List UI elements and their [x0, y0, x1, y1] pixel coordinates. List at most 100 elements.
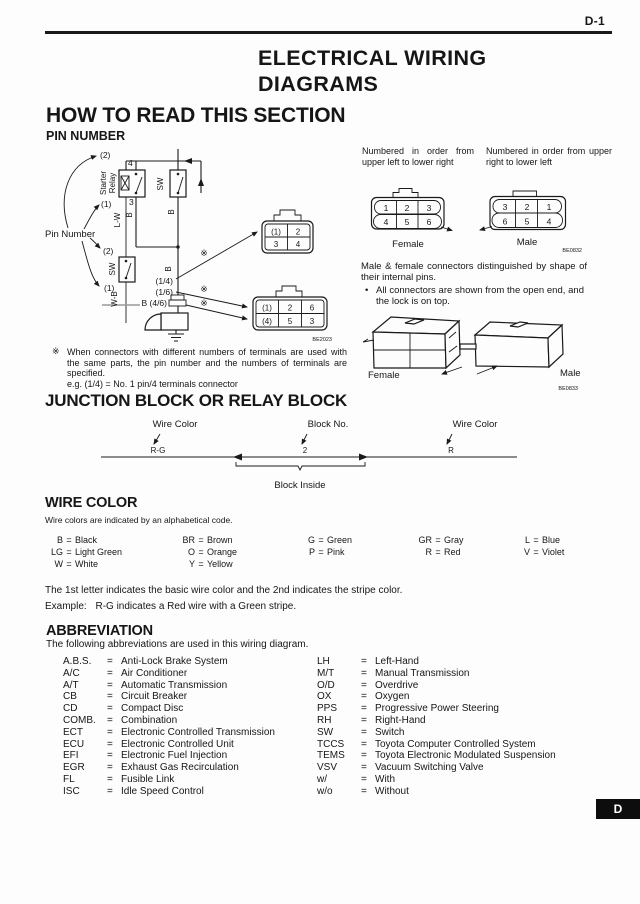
equals-sign: =: [107, 773, 113, 785]
connector-cell: 3: [310, 317, 315, 326]
relay-coil-hatch: [120, 175, 130, 191]
equals-sign: =: [361, 691, 367, 703]
abbreviation-abbr: O/D: [317, 679, 335, 691]
equals-sign: =: [361, 762, 367, 774]
abbreviation-def: Vacuum Switching Valve: [375, 762, 484, 774]
equals-sign: =: [107, 703, 113, 715]
equals-sign: =: [361, 679, 367, 691]
equals-sign: =: [107, 726, 113, 738]
equals-sign: =: [361, 785, 367, 797]
wire-color-entry: P=Pink: [297, 546, 352, 558]
flow-arrow-left-icon: [184, 158, 192, 164]
connector-cell: 4: [384, 217, 389, 227]
abbreviation-def: Electronic Controlled Transmission: [121, 726, 275, 738]
abbreviation-row: M/T=Manual Transmission: [317, 668, 556, 680]
equals-sign: =: [533, 547, 539, 557]
equals-sign: =: [107, 762, 113, 774]
connector-numbering-figure: 1 2 3 4 5 6 3 2 1 6 5 4 Female Male BE08…: [370, 188, 582, 254]
label-arrow: [301, 433, 308, 445]
relay-contact-arm: [135, 176, 143, 194]
abbreviation-def: Fusible Link: [121, 773, 175, 785]
equals-sign: =: [318, 535, 324, 545]
male-3d-front: [474, 334, 550, 368]
connector-cell: (1): [262, 304, 272, 313]
abbreviation-def: Switch: [375, 726, 405, 738]
abbreviation-abbr: SW: [317, 726, 334, 738]
female-3d-cavities: [374, 331, 458, 368]
abbreviation-def: Air Conditioner: [121, 667, 188, 679]
numbering-arrow: [479, 226, 493, 231]
equals-sign: =: [66, 559, 72, 569]
equals-sign: =: [198, 535, 204, 545]
wire-color-abbr: BR: [182, 535, 195, 545]
male-3d-lock: [509, 321, 529, 328]
male-numbering-caption: Numbered in order from upper right to lo…: [486, 146, 612, 167]
male-label: Male: [517, 237, 538, 248]
junction-block-diagram: Wire Color Block No. Wire Color R-G 2 R …: [101, 419, 517, 491]
connector-cell: 5: [525, 217, 530, 227]
pin-pointer-arrow: [81, 240, 100, 287]
page-number: D-1: [584, 14, 605, 28]
abbreviation-row: RH=Right-Hand: [317, 715, 556, 727]
wire-color-entry: LG=Light Green: [45, 546, 122, 558]
female-label: Female: [392, 239, 424, 250]
abbreviation-def: Circuit Breaker: [121, 691, 188, 703]
abbreviation-abbr: PPS: [317, 703, 338, 715]
abbreviation-def: With: [375, 773, 395, 785]
abbreviation-abbr: VSV: [317, 762, 338, 774]
wire-color-abbr: L: [524, 535, 530, 545]
asterisk-mark: ※: [200, 285, 208, 295]
abbreviation-row: A.B.S.=Anti-Lock Brake System: [63, 656, 275, 668]
connector-shape-bullet-row: • All connectors are shown from the open…: [365, 285, 587, 307]
connector-2x2-tab: [273, 209, 302, 221]
wire-color-name: Pink: [327, 547, 345, 557]
wire-color-label: B: [164, 266, 173, 271]
block-inside-label: Block Inside: [274, 480, 325, 491]
wire-color-abbr: O: [187, 547, 195, 557]
section-heading: HOW TO READ THIS SECTION: [46, 104, 346, 127]
mating-arrow: [441, 366, 463, 375]
abbreviation-abbr: ECU: [63, 738, 85, 750]
connector-cell: 2: [296, 228, 301, 237]
abbreviation-intro: The following abbreviations are used in …: [46, 639, 309, 650]
female-3d-lock: [404, 318, 425, 325]
abbreviation-abbr: TEMS: [317, 750, 345, 762]
connector-2x3-tab: [275, 285, 303, 297]
female-cell-dividers: [396, 200, 419, 229]
abbreviation-row: VSV = Vacuum Switching Valve: [317, 762, 556, 774]
abbreviation-def: Without: [375, 785, 409, 797]
relay-contact-dot: [134, 172, 138, 176]
connector-2x3-grid: [256, 300, 324, 327]
terminal-label: 3: [129, 197, 134, 207]
abbreviation-abbr: LH: [317, 656, 330, 667]
wire-color-name: Black: [75, 535, 98, 545]
equals-sign: =: [198, 559, 204, 569]
abbreviation-row: A/T=Automatic Transmission: [63, 680, 275, 692]
connector-shape-text: Male & female connectors distinguished b…: [361, 261, 587, 283]
pin-number-diagram: (1) 2 3 4 (1) 2 6 (4) 5 3 Pin Number (2)…: [45, 149, 332, 343]
wire-color-entry: G=Green: [297, 534, 352, 546]
connector-pointer-line: [175, 231, 258, 280]
abbreviation-def: Oxygen: [375, 691, 410, 703]
block-no-callout: Block No.: [308, 419, 349, 430]
wire-color-entry: O=Orange: [177, 546, 237, 558]
equals-sign: =: [66, 547, 72, 557]
wire-color-name: Green: [327, 535, 353, 545]
abbreviation-row: COMB.=Combination: [63, 715, 275, 727]
terminal-label: 4: [128, 158, 133, 168]
connector-pointer-line: [175, 291, 248, 309]
wire-color-label: B: [167, 209, 176, 214]
wire-color-note2: Example: R-G indicates a Red wire with a…: [45, 601, 296, 612]
ground-icon: [168, 333, 184, 342]
wire-color-abbr: GR: [418, 535, 433, 545]
abbreviation-abbr: EGR: [63, 762, 85, 774]
wire-color-entry: Y=Yellow: [177, 558, 237, 570]
junction-block-heading: JUNCTION BLOCK OR RELAY BLOCK: [45, 391, 348, 410]
female-3d-side: [444, 319, 461, 370]
page-title-line2: DIAGRAMS: [258, 72, 379, 96]
wire-color-value: R: [448, 446, 454, 455]
wire-color-entry: L=Blue: [512, 534, 564, 546]
